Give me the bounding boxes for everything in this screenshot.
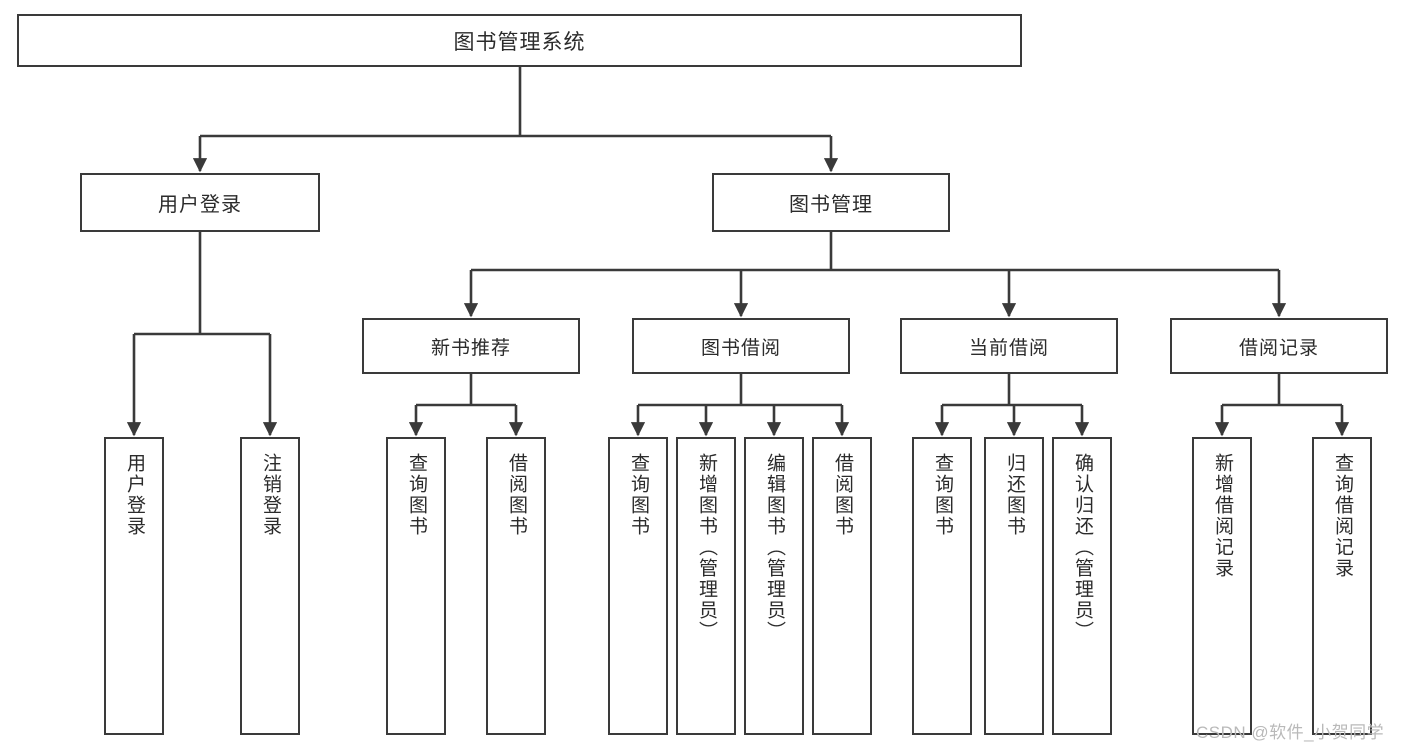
leaf-edit-book-admin-label: 编辑图书（管理员） [764,453,786,642]
leaf-query-book-current-label: 查询图书 [932,453,954,537]
node-user-login-label: 用户登录 [158,194,242,216]
leaf-borrow-book-new-label: 借阅图书 [506,453,528,537]
watermark: CSDN @软件_小贺同学 [1196,723,1385,742]
leaf-query-borrow-record[interactable]: 查询借阅记录 [1312,437,1372,735]
leaf-logout-label: 注销登录 [260,453,282,537]
leaf-confirm-return-admin-label: 确认归还（管理员） [1072,453,1094,642]
leaf-query-book-new-label: 查询图书 [406,453,428,537]
node-current-borrow[interactable]: 当前借阅 [900,318,1118,374]
leaf-return-book[interactable]: 归还图书 [984,437,1044,735]
leaf-query-book-borrow-label: 查询图书 [628,453,650,537]
leaf-logout[interactable]: 注销登录 [240,437,300,735]
leaf-add-borrow-record[interactable]: 新增借阅记录 [1192,437,1252,735]
leaf-return-book-label: 归还图书 [1004,453,1026,537]
leaf-user-login[interactable]: 用户登录 [104,437,164,735]
node-root-label: 图书管理系统 [453,30,586,54]
node-new-book-recommend[interactable]: 新书推荐 [362,318,580,374]
node-user-login[interactable]: 用户登录 [80,173,320,232]
node-book-borrow-label: 图书借阅 [700,337,781,359]
leaf-add-borrow-record-label: 新增借阅记录 [1212,453,1234,579]
leaf-borrow-book[interactable]: 借阅图书 [812,437,872,735]
node-book-management[interactable]: 图书管理 [712,173,950,232]
leaf-query-book-current[interactable]: 查询图书 [912,437,972,735]
node-book-management-label: 图书管理 [789,194,873,216]
leaf-edit-book-admin[interactable]: 编辑图书（管理员） [744,437,804,735]
node-new-book-recommend-label: 新书推荐 [430,337,511,359]
leaf-query-borrow-record-label: 查询借阅记录 [1332,453,1354,579]
leaf-add-book-admin-label: 新增图书（管理员） [696,453,718,642]
node-root[interactable]: 图书管理系统 [17,14,1022,67]
node-book-borrow[interactable]: 图书借阅 [632,318,850,374]
node-current-borrow-label: 当前借阅 [968,337,1049,359]
leaf-borrow-book-label: 借阅图书 [832,453,854,537]
leaf-query-book-new[interactable]: 查询图书 [386,437,446,735]
leaf-user-login-label: 用户登录 [124,453,146,537]
leaf-confirm-return-admin[interactable]: 确认归还（管理员） [1052,437,1112,735]
leaf-add-book-admin[interactable]: 新增图书（管理员） [676,437,736,735]
leaf-borrow-book-new[interactable]: 借阅图书 [486,437,546,735]
node-borrow-record-label: 借阅记录 [1238,337,1319,359]
node-borrow-record[interactable]: 借阅记录 [1170,318,1388,374]
leaf-query-book-borrow[interactable]: 查询图书 [608,437,668,735]
